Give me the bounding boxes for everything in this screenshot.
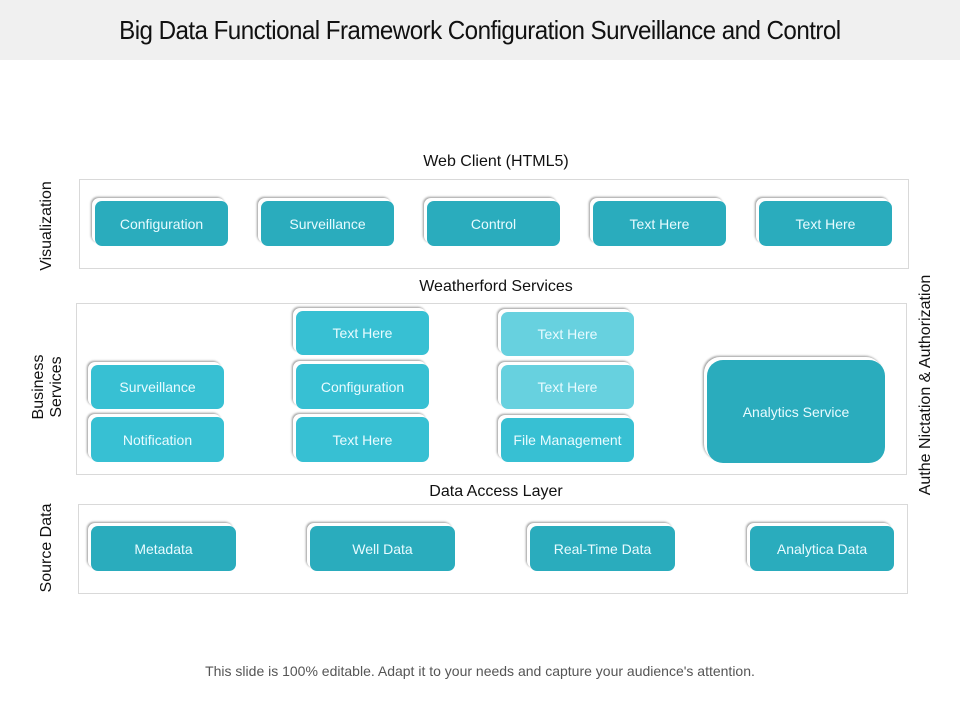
- web-client-box-text-here-2[interactable]: Text Here: [759, 201, 892, 246]
- footer-note: This slide is 100% editable. Adapt it to…: [205, 663, 755, 679]
- web-client-box-surveillance[interactable]: Surveillance: [261, 201, 394, 246]
- source-data-label: Source Data: [38, 503, 55, 593]
- business-box-text-here-3[interactable]: Text Here: [501, 312, 634, 356]
- data-box-metadata[interactable]: Metadata: [91, 526, 236, 571]
- business-box-text-here-4[interactable]: Text Here: [501, 365, 634, 409]
- business-box-notification[interactable]: Notification: [91, 417, 224, 462]
- analytics-service-box[interactable]: Analytics Service: [707, 360, 885, 463]
- data-box-well-data[interactable]: Well Data: [310, 526, 455, 571]
- data-box-analytica-data[interactable]: Analytica Data: [750, 526, 894, 571]
- title-bar: Big Data Functional Framework Configurat…: [0, 0, 960, 60]
- data-access-layer-title: Data Access Layer: [429, 483, 563, 500]
- web-client-title: Web Client (HTML5): [423, 153, 569, 170]
- visualization-label: Visualization: [38, 181, 55, 271]
- business-box-file-management[interactable]: File Management: [501, 418, 634, 462]
- business-box-text-here-1[interactable]: Text Here: [296, 311, 429, 355]
- weatherford-services-title: Weatherford Services: [419, 278, 573, 295]
- business-services-label-line1: Business: [30, 354, 47, 420]
- business-box-configuration[interactable]: Configuration: [296, 364, 429, 409]
- business-services-label: Business Services: [30, 355, 66, 420]
- data-box-real-time-data[interactable]: Real-Time Data: [530, 526, 675, 571]
- web-client-box-control[interactable]: Control: [427, 201, 560, 246]
- business-services-label-line2: Services: [48, 356, 65, 418]
- page-title: Big Data Functional Framework Configurat…: [119, 14, 841, 45]
- business-box-text-here-2[interactable]: Text Here: [296, 417, 429, 462]
- web-client-box-text-here-1[interactable]: Text Here: [593, 201, 726, 246]
- business-box-surveillance[interactable]: Surveillance: [91, 365, 224, 409]
- web-client-box-configuration[interactable]: Configuration: [95, 201, 228, 246]
- authentication-label: Authe Nictation & Authorization: [917, 274, 934, 496]
